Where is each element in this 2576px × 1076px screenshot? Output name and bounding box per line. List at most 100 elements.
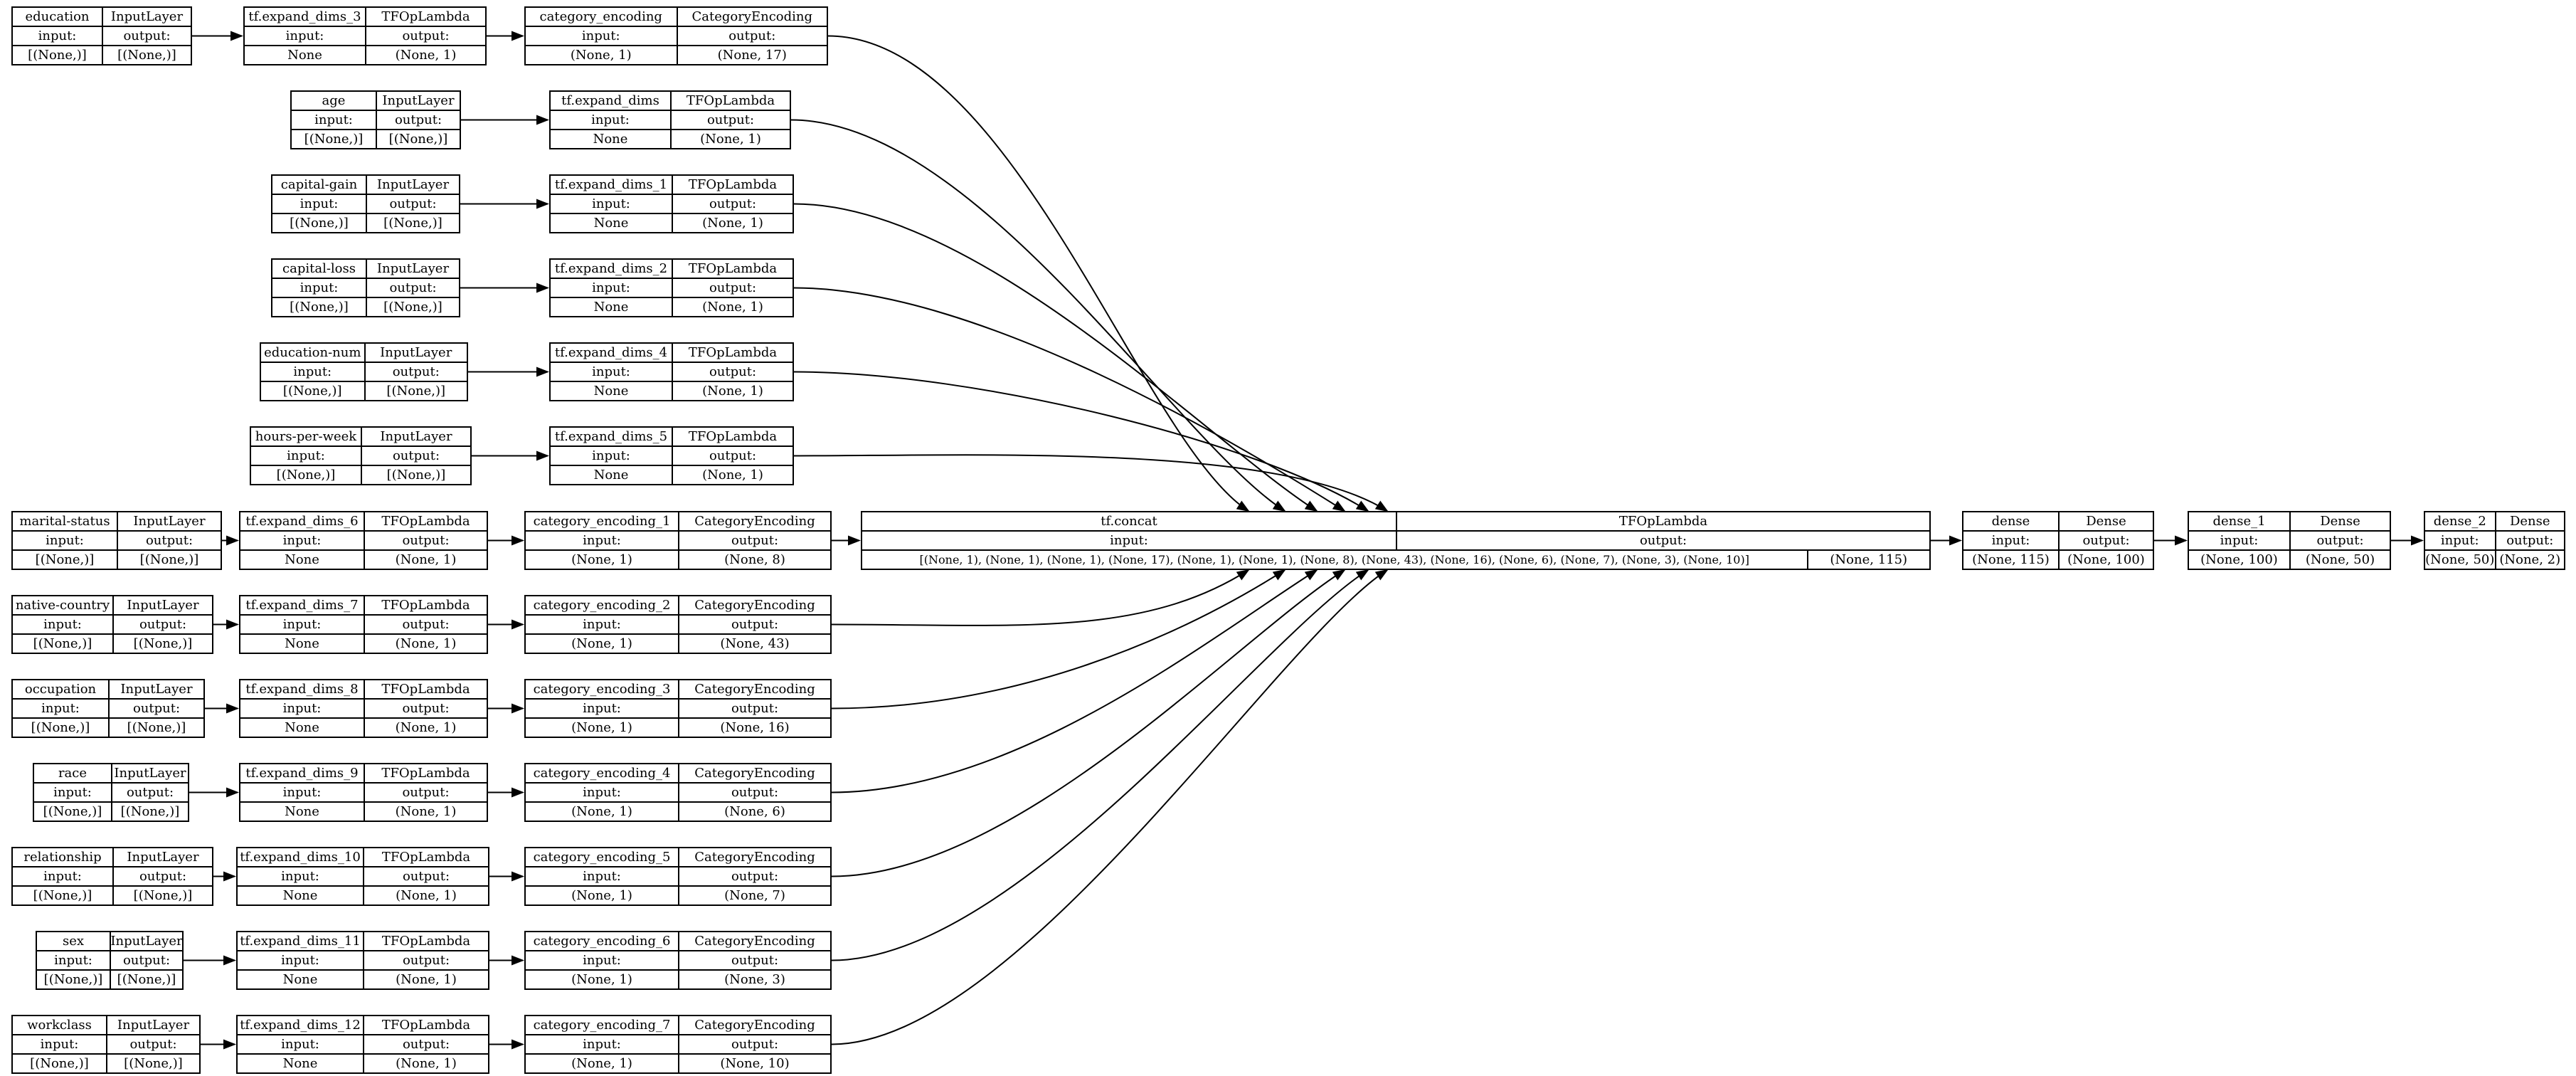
- output-shape: [(None,)]: [111, 803, 188, 821]
- input-label: input:: [583, 952, 621, 968]
- output-label: output:: [364, 700, 487, 717]
- output-label: output:: [366, 279, 459, 297]
- layer-type: Dense: [2058, 512, 2153, 530]
- output-label: output:: [676, 27, 827, 45]
- layer-name: tf.expand_dims_11: [240, 933, 361, 949]
- output-label: output:: [112, 867, 212, 885]
- node-io-label-row: input:output:: [862, 530, 1929, 549]
- layer-type: CategoryEncoding: [678, 680, 830, 698]
- node-io-shape-row: None(None, 1): [551, 381, 793, 400]
- output-label: output:: [678, 532, 830, 549]
- output-shape: (None, 1): [363, 1055, 488, 1072]
- node-io-shape-row: (None, 1)(None, 7): [526, 885, 830, 904]
- edge-tf.expand_dims_4-to-tf.concat: [793, 371, 1369, 512]
- node-io-label-row: input:output:: [13, 1034, 199, 1053]
- output-shape: (None, 1): [670, 130, 790, 148]
- layer-type: InputLayer: [366, 260, 459, 278]
- node-io-label-row: input:output:: [240, 614, 487, 633]
- node-io-label-row: input:output:: [13, 530, 221, 549]
- node-io-shape-row: None(None, 1): [240, 549, 487, 569]
- input-shape: (None, 100): [2200, 552, 2278, 567]
- output-shape: [(None,)]: [361, 466, 470, 484]
- node-io-label-row: input:output:: [238, 1034, 488, 1053]
- output-label: output:: [364, 616, 487, 633]
- input-shape: None: [282, 1055, 318, 1071]
- input-label: input:: [592, 448, 630, 463]
- node-io-shape-row: None(None, 1): [240, 633, 487, 653]
- node-io-label-row: input:output:: [238, 866, 488, 885]
- layer-name: native-country: [15, 597, 110, 613]
- input-shape: [(None,)]: [290, 299, 349, 315]
- layer-type: InputLayer: [112, 596, 212, 614]
- node-io-shape-row: (None, 115)(None, 100): [1963, 549, 2153, 569]
- input-label: input:: [314, 112, 353, 127]
- node-io-label-row: input:output:: [551, 110, 790, 129]
- input-label: input:: [592, 364, 630, 379]
- layer-type: InputLayer: [106, 1016, 199, 1034]
- layer-type: InputLayer: [110, 932, 182, 950]
- output-shape: (None, 1): [672, 382, 793, 400]
- output-label: output:: [678, 951, 830, 969]
- input-shape: [(None,)]: [276, 467, 336, 482]
- layer-type: TFOpLambda: [365, 8, 485, 26]
- layer-name: education-num: [264, 344, 361, 360]
- layer-name: category_encoding_5: [533, 849, 671, 865]
- output-shape: (None, 1): [672, 466, 793, 484]
- output-shape: (None, 1): [364, 803, 487, 821]
- node-io-shape-row: None(None, 1): [240, 717, 487, 737]
- node-io-shape-row: None(None, 1): [240, 801, 487, 821]
- input-shape: (None, 1): [571, 635, 632, 651]
- layer-name: category_encoding_6: [533, 933, 671, 949]
- output-label: output:: [361, 447, 470, 465]
- output-shape: (None, 1): [672, 298, 793, 316]
- node-io-shape-row: (None, 1)(None, 8): [526, 549, 830, 569]
- input-shape: (None, 1): [571, 719, 632, 735]
- layer-type: CategoryEncoding: [678, 1016, 830, 1034]
- input-shape: (None, 1): [571, 1055, 632, 1071]
- output-label: output:: [364, 363, 467, 381]
- input-shape: [(None, 1), (None, 1), (None, 1), (None,…: [919, 552, 1749, 566]
- layer-name: tf.expand_dims_12: [240, 1017, 361, 1033]
- output-shape: [(None,)]: [366, 214, 459, 232]
- output-label: output:: [672, 363, 793, 381]
- output-label: output:: [2289, 532, 2390, 549]
- output-shape: (None, 17): [676, 46, 827, 64]
- layer-type: InputLayer: [108, 680, 203, 698]
- output-shape: [(None,)]: [117, 551, 221, 569]
- layer-name: tf.expand_dims_3: [248, 9, 361, 24]
- layer-name: dense_2: [2433, 513, 2486, 529]
- edge-category_encoding_4-to-tf.concat: [831, 569, 1318, 793]
- edge-tf.expand_dims_1-to-tf.concat: [793, 203, 1318, 512]
- output-shape: (None, 1): [365, 46, 485, 64]
- input-shape: [(None,)]: [43, 803, 102, 819]
- layer-name: category_encoding: [539, 9, 662, 24]
- layer-name: tf.expand_dims_4: [554, 344, 668, 360]
- node-io-label-row: input:output:: [240, 782, 487, 801]
- input-label: input:: [2440, 532, 2479, 548]
- output-shape: (None, 3): [678, 971, 830, 988]
- input-shape: [(None,)]: [33, 635, 92, 651]
- layer-type: TFOpLambda: [670, 92, 790, 110]
- node-io-shape-row: [(None,)][(None,)]: [13, 717, 203, 737]
- output-shape: (None, 1): [364, 635, 487, 653]
